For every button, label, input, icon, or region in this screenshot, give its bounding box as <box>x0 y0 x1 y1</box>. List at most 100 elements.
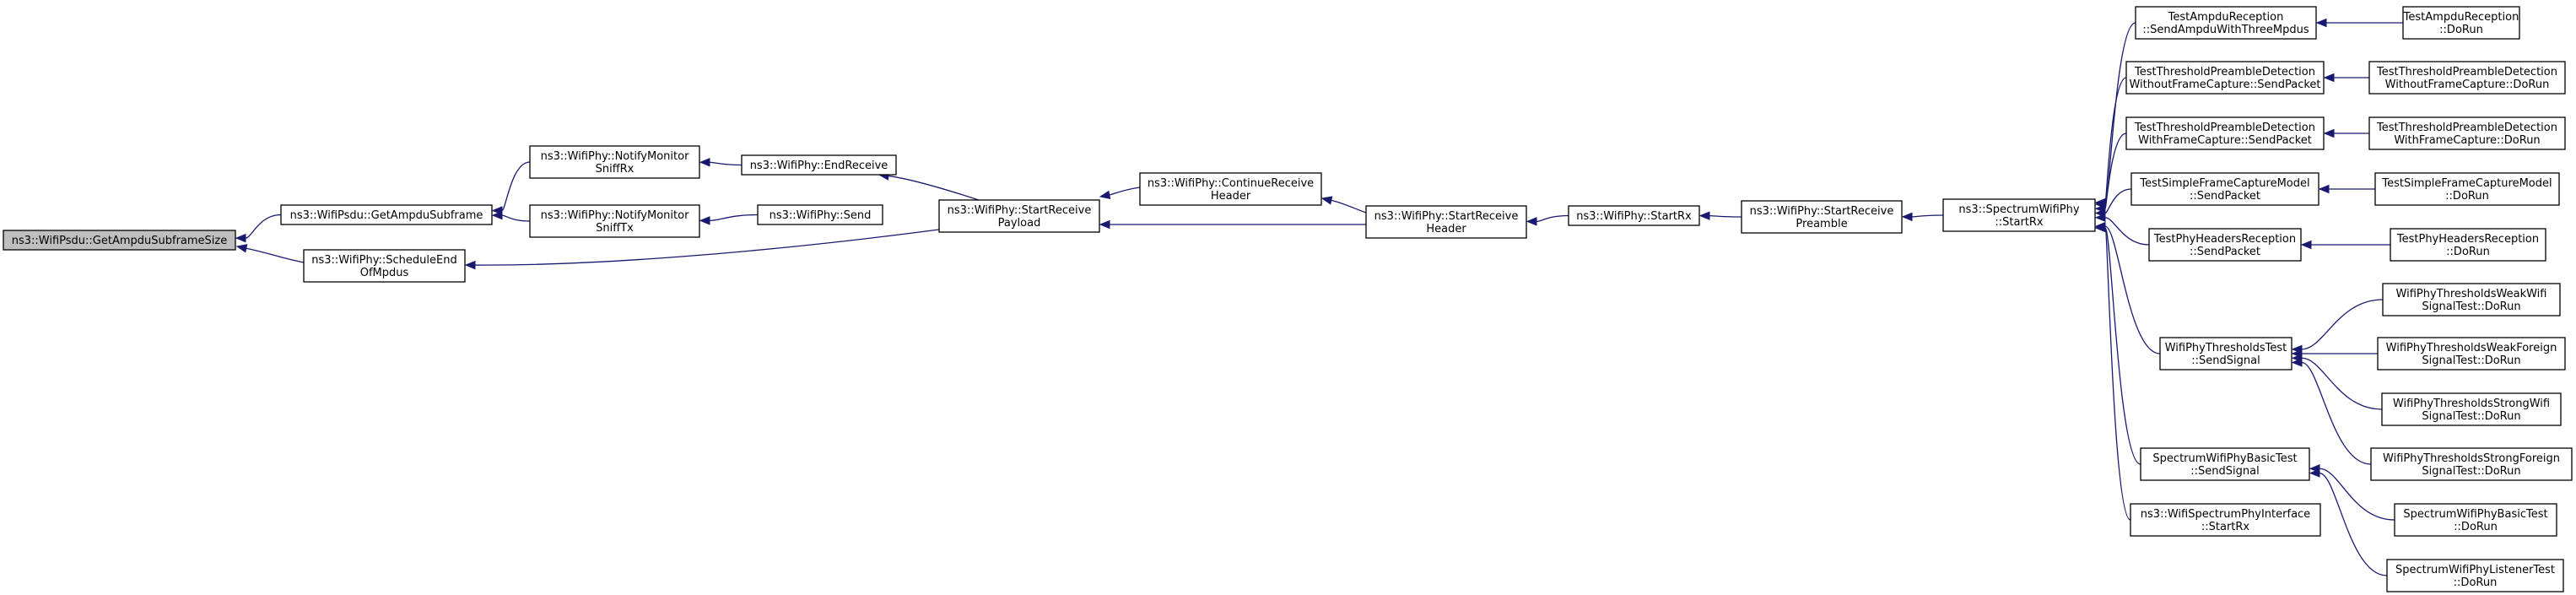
node-label-line: ns3::WifiPsdu::GetAmpduSubframe <box>290 209 483 222</box>
call-edge <box>235 244 305 263</box>
caller-function-node[interactable]: ns3::WifiSpectrumPhyInterface::StartRx <box>2130 503 2321 537</box>
node-label-line: ::SendSignal <box>2191 354 2260 367</box>
node-box <box>529 204 700 238</box>
edge-line <box>1331 199 1367 214</box>
edge-arrowhead <box>235 233 246 243</box>
caller-function-node[interactable]: TestThresholdPreambleDetectionWithoutFra… <box>2368 61 2566 95</box>
node-label-line: ns3::WifiPhy::ScheduleEnd <box>311 254 456 267</box>
edge-arrowhead <box>2323 128 2335 138</box>
call-edge <box>699 214 759 225</box>
edge-line <box>245 214 282 239</box>
caller-function-node[interactable]: ns3::SpectrumWifiPhy::StartRx <box>1942 198 2096 232</box>
node-box <box>2148 228 2302 262</box>
caller-function-node[interactable]: ns3::WifiPhy::EndReceive <box>741 154 897 176</box>
call-edge <box>464 229 940 270</box>
edge-line <box>2104 227 2131 521</box>
caller-function-node[interactable]: WifiPhyThresholdsTest::SendSignal <box>2159 337 2292 371</box>
node-box <box>1139 172 1322 206</box>
node-box <box>529 145 700 179</box>
caller-function-node[interactable]: ns3::WifiPhy::StartRx <box>1568 205 1700 226</box>
caller-function-node[interactable]: TestPhyHeadersReception::SendPacket <box>2148 228 2302 262</box>
caller-function-node[interactable]: TestAmpduReception::DoRun <box>2402 6 2520 40</box>
node-box <box>303 249 466 283</box>
node-label-line: TestThresholdPreambleDetection <box>2134 66 2315 78</box>
caller-function-node[interactable]: TestThresholdPreambleDetectionWithFrameC… <box>2368 116 2566 150</box>
call-edge <box>491 210 531 222</box>
node-label-line: ::DoRun <box>2454 576 2498 589</box>
edge-line <box>2104 217 2150 246</box>
caller-function-node[interactable]: TestPhyHeadersReception::DoRun <box>2390 228 2546 262</box>
node-label-line: ns3::WifiPhy::StartReceive <box>948 204 1092 217</box>
node-label-line: TestSimpleFrameCaptureModel <box>2139 177 2309 190</box>
node-label-line: Header <box>1426 223 1466 235</box>
node-label-line: TestThresholdPreambleDetection <box>2134 122 2315 134</box>
edge-line <box>1536 214 1569 223</box>
node-label-line: ns3::WifiPsdu::GetAmpduSubframeSize <box>12 235 228 247</box>
node-box <box>1365 205 1527 239</box>
node-box <box>2140 447 2310 481</box>
caller-function-node[interactable]: SpectrumWifiPhyListenerTest::DoRun <box>2386 559 2564 592</box>
node-box <box>2368 116 2566 150</box>
node-box <box>2130 503 2321 537</box>
caller-function-node[interactable]: TestThresholdPreambleDetectionWithFrameC… <box>2125 116 2325 150</box>
edge-line <box>2301 299 2384 350</box>
caller-function-node[interactable]: WifiPhyThresholdsWeakForeignSignalTest::… <box>2377 337 2566 371</box>
caller-function-node[interactable]: TestThresholdPreambleDetectionWithoutFra… <box>2125 61 2325 95</box>
edge-line <box>2319 468 2395 521</box>
caller-function-node[interactable]: ns3::WifiPhy::Send <box>757 204 883 225</box>
call-edge <box>2094 77 2127 209</box>
caller-function-node[interactable]: TestAmpduReception::SendAmpduWithThreeMp… <box>2135 6 2317 40</box>
call-edge <box>2291 358 2372 465</box>
node-label-line: TestAmpduReception <box>2403 11 2519 24</box>
caller-function-node[interactable]: WifiPhyThresholdsStrongWifiSignalTest::D… <box>2381 392 2562 426</box>
node-label-line: SpectrumWifiPhyBasicTest <box>2152 452 2297 465</box>
node-label-line: OfMpdus <box>360 267 409 279</box>
edge-line <box>2104 225 2161 354</box>
caller-function-node[interactable]: WifiPhyThresholdsWeakWifiSignalTest::DoR… <box>2382 283 2561 316</box>
node-layer: ns3::WifiPsdu::GetAmpduSubframeSizens3::… <box>3 6 2573 592</box>
caller-function-node[interactable]: ns3::WifiPsdu::GetAmpduSubframe <box>280 204 493 225</box>
edge-arrowhead <box>491 210 503 220</box>
node-box <box>741 154 897 176</box>
caller-function-node[interactable]: SpectrumWifiPhyBasicTest::DoRun <box>2394 503 2557 537</box>
node-label-line: WifiPhyThresholdsStrongWifi <box>2393 398 2550 410</box>
edge-arrowhead <box>2300 240 2312 250</box>
edge-line <box>1911 214 1944 218</box>
call-edge <box>1320 196 1367 214</box>
root-function-node[interactable]: ns3::WifiPsdu::GetAmpduSubframeSize <box>3 230 236 251</box>
edge-line <box>1709 214 1742 218</box>
edge-arrowhead <box>235 244 248 253</box>
edge-line <box>501 161 531 212</box>
node-box <box>1568 205 1700 226</box>
node-box <box>2394 503 2557 537</box>
caller-function-node[interactable]: SpectrumWifiPhyBasicTest::SendSignal <box>2140 447 2310 481</box>
call-edge <box>235 214 282 243</box>
edge-arrowhead <box>2318 184 2330 194</box>
caller-function-node[interactable]: WifiPhyThresholdsStrongForeignSignalTest… <box>2370 447 2573 481</box>
edge-line <box>246 247 305 263</box>
node-label-line: ::DoRun <box>2445 190 2489 203</box>
caller-function-node[interactable]: TestSimpleFrameCaptureModel::DoRun <box>2374 172 2560 206</box>
node-label-line: ns3::WifiPhy::EndReceive <box>750 160 888 172</box>
edge-line <box>1109 187 1141 196</box>
call-edge <box>2291 299 2384 354</box>
node-label-line: WifiPhyThresholdsWeakForeign <box>2386 342 2557 354</box>
caller-function-node[interactable]: TestSimpleFrameCaptureModel::SendPacket <box>2130 172 2319 206</box>
node-label-line: ns3::WifiSpectrumPhyInterface <box>2141 508 2310 521</box>
node-box <box>2370 447 2573 481</box>
node-label-line: ns3::WifiPhy::StartReceive <box>1750 205 1894 218</box>
node-box <box>3 230 236 251</box>
edge-line <box>2301 361 2372 465</box>
node-box <box>2130 172 2319 206</box>
node-box <box>2135 6 2317 40</box>
node-label-line: ::StartRx <box>1995 216 2044 229</box>
node-label-line: TestPhyHeadersReception <box>2153 233 2296 246</box>
node-label-line: SignalTest::DoRun <box>2422 465 2520 478</box>
